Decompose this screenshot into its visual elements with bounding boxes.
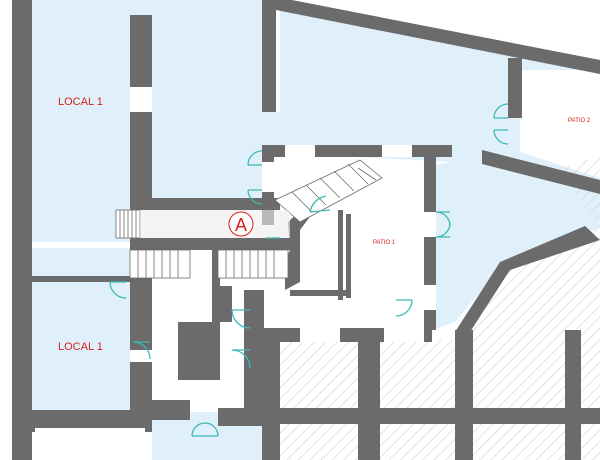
wall-col-1b (130, 112, 152, 210)
opening-bottom-left (35, 428, 145, 460)
wall-stub-2 (220, 286, 232, 322)
door-local-mid (132, 341, 151, 360)
wall-divider-local (32, 276, 130, 282)
wall-col-1a (130, 15, 152, 87)
door-patio2-2 (493, 129, 509, 145)
stairs (115, 159, 383, 279)
opening-col-1 (130, 87, 152, 112)
wall-inner-bend (285, 206, 312, 290)
wall-inner-box-left (338, 210, 343, 300)
stairs-center (217, 249, 289, 279)
stairs-diagonal (274, 159, 383, 223)
opening-patio1-right-1 (424, 212, 436, 237)
wall-top-diagonal (276, 0, 600, 74)
wall-col-2 (262, 0, 276, 112)
corridor-light (140, 210, 290, 238)
door-patio2-1 (493, 103, 509, 119)
door-bottom-double (191, 422, 219, 437)
room-label-patio-2: PATIO 2 (568, 118, 591, 124)
wall-patio1-right (424, 145, 436, 330)
opening-left-mid (130, 350, 152, 362)
room-local-1-bottom-fill (32, 248, 130, 410)
opening-patio1-top-2 (382, 145, 412, 157)
room-label-patio-1: PATIO 1 (373, 240, 396, 246)
door-local-top (109, 281, 127, 299)
door-patio1-bottom-right (395, 299, 413, 317)
wall-inner-box-right (346, 214, 351, 298)
openings (35, 87, 436, 460)
door-patio1-right-2 (435, 222, 451, 238)
wall-corridor-bottom (130, 238, 290, 250)
doors (109, 103, 509, 437)
wall-pillar-3 (455, 330, 473, 460)
stairs-diagonal-lines (291, 163, 377, 213)
door-stairs-diag (309, 195, 331, 213)
wall-stub-3 (244, 290, 264, 410)
room-labels: LOCAL 1 LOCAL 1 PATIO 1 PATIO 2 (58, 96, 591, 353)
wall-corridor-top (130, 198, 280, 210)
stairs-corridor-upper (119, 210, 137, 238)
door-patio1-top-left-2 (247, 189, 263, 205)
section-marker-label: A (235, 215, 247, 235)
wall-left-outer (12, 0, 32, 460)
wall-stub-1 (178, 330, 220, 380)
stairs-corridor-lower (129, 249, 191, 279)
wall-inner-box-bottom (290, 290, 350, 296)
section-marker-circle (228, 211, 254, 237)
room-label-local-1-top: LOCAL 1 (58, 96, 103, 108)
room-patio-2-fill (520, 70, 600, 178)
stairs-corridor-lower-lines (137, 250, 179, 278)
wall-stairs-side (212, 250, 220, 330)
wall-pillar-4 (565, 330, 581, 460)
wall-bottom-1 (32, 410, 152, 428)
wall-bottom-2 (150, 400, 190, 420)
opening-patio1-bottom (300, 328, 340, 342)
wall-mid-left2 (130, 362, 152, 412)
wall-patio2-left (508, 58, 522, 118)
wall-mid-block (178, 322, 220, 330)
room-local-1-top-fill (32, 0, 600, 330)
wall-pillar-2 (358, 340, 380, 460)
wall-bottom-right (278, 408, 600, 424)
door-left-small-2 (231, 349, 251, 369)
room-label-local-1-bottom: LOCAL 1 (58, 341, 103, 353)
section-marker: A (228, 211, 254, 237)
wall-pillar-1 (262, 340, 280, 460)
opening-patio1-top-1 (285, 145, 315, 157)
stairs-center-lines (225, 250, 275, 278)
wall-patio2-bottom (482, 150, 600, 194)
opening-patio1-right-2 (424, 285, 436, 310)
door-left-small (231, 309, 251, 329)
opening-patio1-bottom-2 (384, 328, 424, 342)
wall-diagonal-right (455, 226, 600, 332)
opening-patio1-left (262, 162, 274, 192)
door-patio1-top-left (247, 150, 263, 166)
